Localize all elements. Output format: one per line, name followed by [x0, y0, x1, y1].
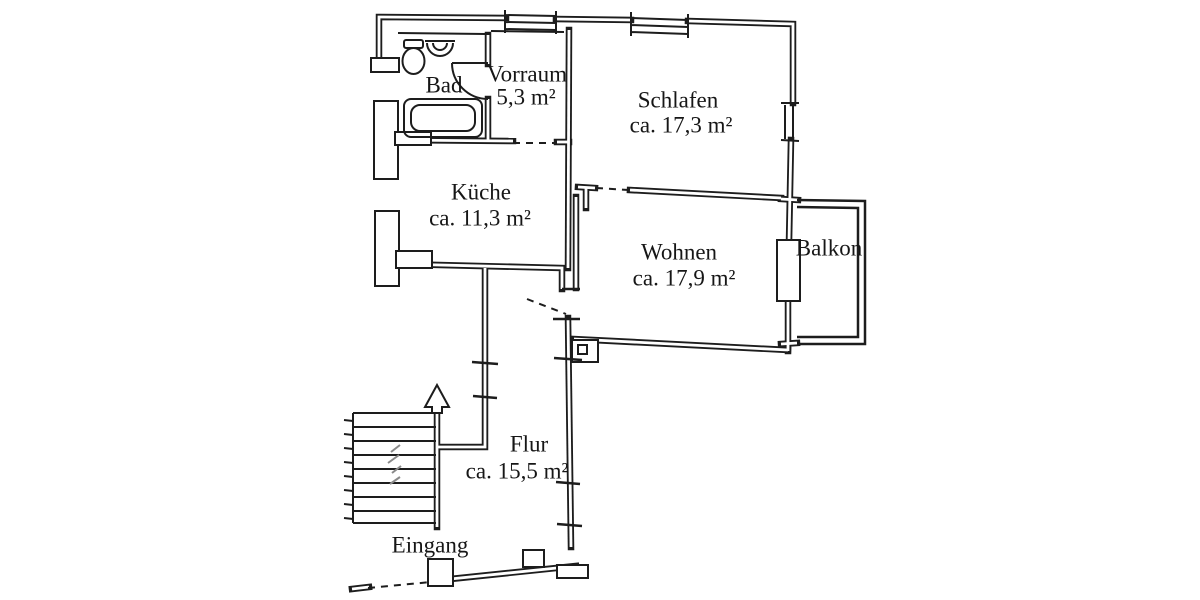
- toilet-fixture: [401, 39, 426, 75]
- window-schlafen-right: [780, 102, 800, 142]
- window-schlafen-top: [630, 12, 689, 38]
- room-label-kueche: Küche: [450, 179, 512, 205]
- door-eingang: [367, 581, 432, 589]
- bad-inner-wall-line: [397, 32, 487, 35]
- stair-ticks: [343, 419, 354, 520]
- room-label-vorraum: Vorraum: [486, 61, 568, 87]
- room-area-kueche: ca. 11,3 m²: [429, 205, 531, 231]
- room-area-wohnen: ca. 17,9 m²: [632, 265, 736, 291]
- bath-fixtures: [401, 39, 483, 138]
- walls: [348, 13, 802, 593]
- room-label-balkon: Balkon: [795, 235, 863, 261]
- window-bay-kueche: [374, 210, 400, 287]
- wall-foot-top-left: [370, 57, 400, 73]
- entry-wall-step: [522, 549, 545, 568]
- door-bad-swing-arc: [451, 62, 489, 100]
- window-bay-arm-2: [395, 250, 433, 269]
- shaft-box-inner: [577, 344, 588, 355]
- door-schlafen-wohnen: [595, 187, 630, 191]
- sink-fixture: [425, 40, 455, 57]
- walls-core: [351, 15, 799, 591]
- flur-wall-foot: [556, 564, 589, 579]
- stair-steps: [353, 412, 436, 524]
- bathtub-fixture: [403, 98, 483, 138]
- entry-wall-pillar: [427, 558, 454, 587]
- door-flur-wohnen: [526, 298, 567, 315]
- wall-ticks: [471, 287, 583, 528]
- doors: [367, 62, 630, 589]
- room-label-flur: Flur: [509, 431, 549, 457]
- window-bay-arm-1: [394, 131, 432, 146]
- room-label-bad: Bad: [425, 72, 463, 98]
- window-vorraum: [504, 10, 557, 34]
- room-area-schlafen: ca. 17,3 m²: [629, 112, 733, 138]
- room-label-schlafen: Schlafen: [637, 87, 719, 113]
- windows: [397, 10, 800, 142]
- balcony-door: [776, 239, 801, 302]
- vorraum-inner-wall-line: [490, 30, 565, 33]
- staircase: [343, 412, 436, 524]
- wall-blocks: [370, 57, 801, 587]
- room-area-flur: ca. 15,5 m²: [465, 458, 569, 484]
- label-eingang: Eingang: [391, 532, 469, 558]
- stairs-up-arrow-icon: [423, 382, 451, 414]
- stair-scribble: [387, 444, 402, 485]
- room-label-wohnen: Wohnen: [640, 239, 718, 265]
- balcony-railing: [796, 198, 867, 346]
- room-area-vorraum: 5,3 m²: [496, 84, 556, 110]
